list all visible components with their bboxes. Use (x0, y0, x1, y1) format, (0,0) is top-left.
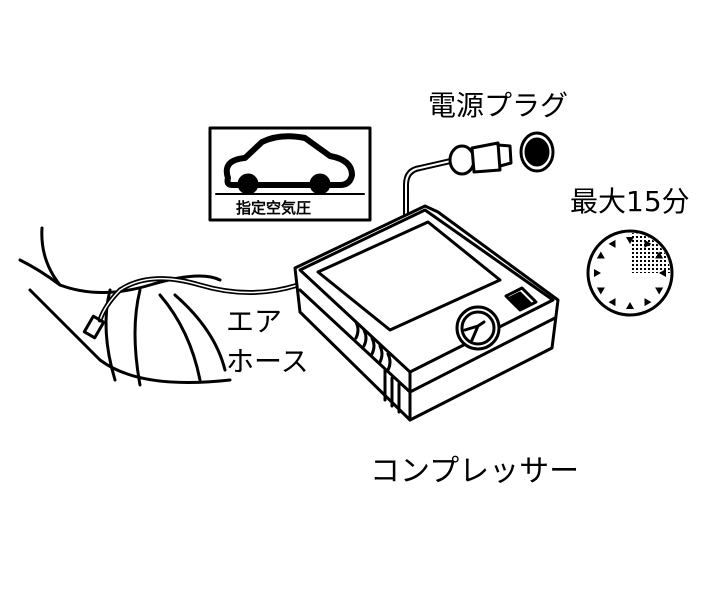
air-hose-label-line1: エア (226, 305, 283, 338)
clock-tick (655, 251, 664, 259)
compressor-body (293, 204, 560, 422)
clock-tick (626, 302, 634, 309)
power-plug (403, 131, 555, 218)
air-hose (82, 276, 301, 340)
specified-pressure-label: 指定空気圧 (236, 199, 312, 217)
clock-tick (644, 239, 652, 248)
clock-tick (644, 298, 652, 307)
tire-drawing (18, 226, 232, 387)
clock-tick (596, 287, 605, 295)
pressure-sign (208, 126, 372, 222)
clock-tick (626, 237, 634, 244)
air-hose-label-line2: ホース (226, 345, 309, 378)
power-plug-label: 電源プラグ (428, 89, 569, 122)
clock-tick (608, 298, 616, 307)
timer-clock-icon (586, 229, 674, 317)
clock-tick (659, 269, 666, 277)
max-time-label: 最大15分 (570, 185, 690, 218)
clock-tick (594, 269, 601, 277)
clock-tick (608, 239, 616, 248)
clock-tick (655, 287, 664, 295)
clock-tick (596, 251, 605, 259)
compressor-label: コンプレッサー (370, 454, 580, 489)
